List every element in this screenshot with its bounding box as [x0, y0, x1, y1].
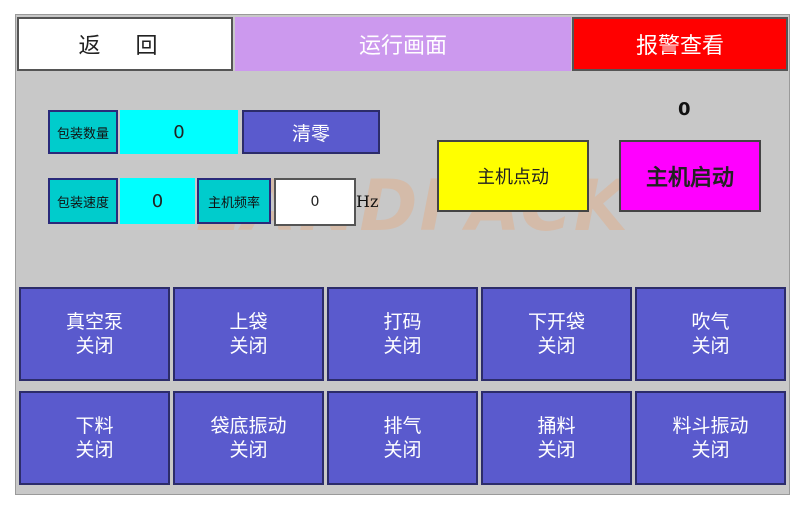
control-state: 关闭: [75, 439, 114, 461]
frequency-unit: Hz: [356, 192, 379, 211]
package-speed-label: 包装速度: [48, 178, 118, 224]
control-button-air-blow[interactable]: 吹气 关闭: [635, 287, 786, 381]
control-grid: 真空泵 关闭 上袋 关闭 打码 关闭 下开袋 关闭 吹气 关闭 下料 关闭 袋底…: [19, 287, 786, 487]
control-state: 关闭: [537, 439, 576, 461]
control-name: 吹气: [691, 311, 730, 333]
control-name: 捅料: [537, 415, 576, 437]
hmi-screen: LANDPACK 返 回 运行画面 报警查看 包装数量 0 清零 包装速度 0 …: [15, 14, 790, 495]
control-name: 下料: [75, 415, 114, 437]
control-button-bag-bottom-vibration[interactable]: 袋底振动 关闭: [173, 391, 324, 485]
control-name: 真空泵: [65, 311, 123, 333]
host-start-button[interactable]: 主机启动: [619, 140, 761, 212]
package-count-value: 0: [120, 110, 238, 154]
package-speed-value: 0: [120, 178, 195, 224]
control-name: 排气: [383, 415, 422, 437]
control-state: 关闭: [229, 439, 268, 461]
control-name: 下开袋: [527, 311, 585, 333]
start-counter: 0: [678, 99, 691, 120]
control-button-vacuum-pump[interactable]: 真空泵 关闭: [19, 287, 170, 381]
control-button-hopper-vibration[interactable]: 料斗振动 关闭: [635, 391, 786, 485]
host-frequency-label: 主机频率: [197, 178, 271, 224]
control-state: 关闭: [691, 439, 730, 461]
control-state: 关闭: [229, 335, 268, 357]
control-name: 料斗振动: [672, 415, 749, 437]
package-count-label: 包装数量: [48, 110, 118, 154]
alarm-view-button[interactable]: 报警查看: [572, 17, 788, 71]
control-button-bag-opening[interactable]: 下开袋 关闭: [481, 287, 632, 381]
control-button-feeding[interactable]: 下料 关闭: [19, 391, 170, 485]
control-state: 关闭: [75, 335, 114, 357]
host-frequency-input[interactable]: 0: [274, 178, 356, 226]
control-name: 打码: [383, 311, 422, 333]
control-button-exhaust[interactable]: 排气 关闭: [327, 391, 478, 485]
control-name: 袋底振动: [210, 415, 287, 437]
control-state: 关闭: [691, 335, 730, 357]
top-bar: 返 回 运行画面 报警查看: [16, 15, 789, 73]
control-state: 关闭: [383, 335, 422, 357]
control-name: 上袋: [229, 311, 268, 333]
host-jog-button[interactable]: 主机点动: [437, 140, 589, 212]
control-button-material-push[interactable]: 捅料 关闭: [481, 391, 632, 485]
control-button-coding[interactable]: 打码 关闭: [327, 287, 478, 381]
control-state: 关闭: [537, 335, 576, 357]
control-state: 关闭: [383, 439, 422, 461]
clear-button[interactable]: 清零: [242, 110, 380, 154]
control-button-bag-loading[interactable]: 上袋 关闭: [173, 287, 324, 381]
back-button[interactable]: 返 回: [17, 17, 233, 71]
screen-title: 运行画面: [235, 17, 571, 71]
